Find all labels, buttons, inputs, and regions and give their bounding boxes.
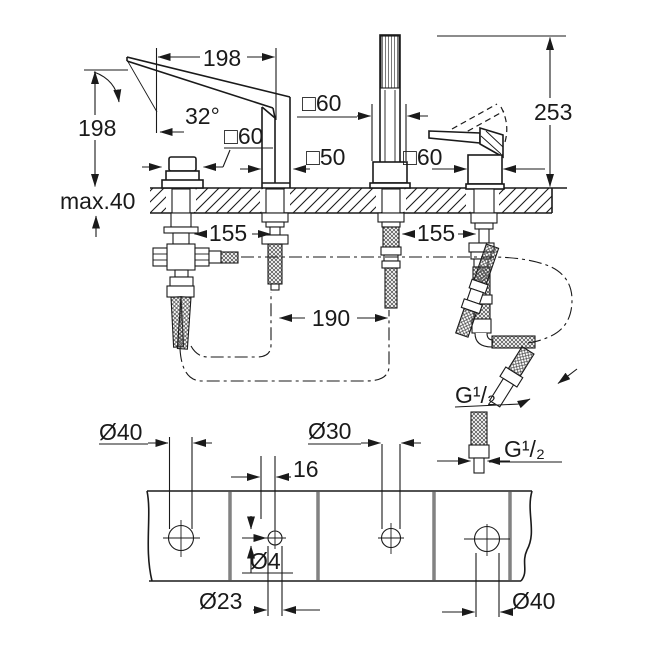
side-outlet-nipple xyxy=(220,251,239,264)
label-32-degrees: 32° xyxy=(185,103,220,129)
spout-shank xyxy=(265,188,285,214)
shower-connection-tail xyxy=(488,345,535,408)
valve-tee-left-nut xyxy=(152,247,168,267)
valve-to-spout-loop xyxy=(190,292,272,358)
label-155-left: 155 xyxy=(209,220,247,246)
label-g-half-lower: G¹/₂ xyxy=(504,436,545,462)
mounting-deck-section xyxy=(150,187,567,214)
label-max40: max.40 xyxy=(60,188,135,214)
label-198-vertical: 198 xyxy=(78,115,116,141)
label-155-right: 155 xyxy=(417,220,455,246)
dimension-labels: 198 32° 198 253 □60 □60 □50 □60 max.40 1… xyxy=(60,45,572,614)
handle-neck xyxy=(172,232,190,245)
handle-escutcheon xyxy=(161,179,204,189)
lever-swing-dashed xyxy=(451,103,505,137)
horizontal-hose xyxy=(491,335,536,349)
shower-holder-base xyxy=(372,161,408,184)
valve-tee-right-nut xyxy=(194,247,210,267)
lever-mixer-unit xyxy=(428,103,536,408)
hand-shower-grip xyxy=(380,35,400,89)
mixer-hose-b xyxy=(455,243,500,338)
label-square60-knob: □60 xyxy=(224,123,263,149)
side-outlet-hex xyxy=(208,250,222,264)
plan-left-break-edge xyxy=(146,490,153,582)
shower-hose xyxy=(384,267,398,309)
label-253: 253 xyxy=(534,99,572,125)
label-diameter-4: Ø4 xyxy=(250,548,281,574)
plan-dimension-graphics xyxy=(99,437,513,617)
handle-valve-unit xyxy=(152,156,239,350)
label-diameter-40-left: Ø40 xyxy=(99,419,142,445)
label-diameter-23: Ø23 xyxy=(199,588,242,614)
dimension-graphics xyxy=(84,35,578,465)
plan-right-break-edge xyxy=(520,490,533,582)
mixer-shank xyxy=(473,188,495,214)
shower-holder-plate xyxy=(369,182,411,189)
label-square60-shower: □60 xyxy=(302,90,341,116)
lever-head xyxy=(479,126,504,159)
handle-shank xyxy=(171,188,191,214)
handle-shank-nut xyxy=(170,212,192,228)
label-square50-spout: □50 xyxy=(306,144,345,170)
elbow-bend xyxy=(474,332,494,348)
angle-arc-arrow xyxy=(93,71,122,103)
valve-tee-body xyxy=(166,243,196,271)
lever-blade xyxy=(428,130,481,144)
shower-shank xyxy=(381,188,401,214)
g-half-tube xyxy=(488,377,515,408)
spout-hose xyxy=(267,243,283,285)
label-diameter-40-right: Ø40 xyxy=(512,588,555,614)
hand-shower-unit xyxy=(369,34,411,309)
label-square60-mixer: □60 xyxy=(403,144,442,170)
bath-spout xyxy=(126,56,291,291)
label-16: 16 xyxy=(293,456,319,482)
mixer-base-block xyxy=(467,154,503,185)
connection-centerlines xyxy=(179,256,573,382)
label-190: 190 xyxy=(312,305,350,331)
label-g-half-upper: G¹/₂ xyxy=(455,382,496,408)
g-half-hose-end xyxy=(468,411,490,474)
spout-blade xyxy=(126,56,291,119)
supply-hose-right xyxy=(176,296,192,350)
elbow-hex xyxy=(471,318,492,334)
valve-to-shower-loop xyxy=(179,310,390,382)
outlet-to-mixer-loop xyxy=(241,256,573,344)
deck-plan-view xyxy=(99,437,533,617)
handle-flange xyxy=(163,226,199,234)
label-198-horizontal: 198 xyxy=(203,45,241,71)
label-diameter-30: Ø30 xyxy=(308,418,351,444)
mixer-base-plate xyxy=(465,183,505,190)
handle-knob xyxy=(168,156,197,172)
valve-lower-hex xyxy=(166,285,195,298)
